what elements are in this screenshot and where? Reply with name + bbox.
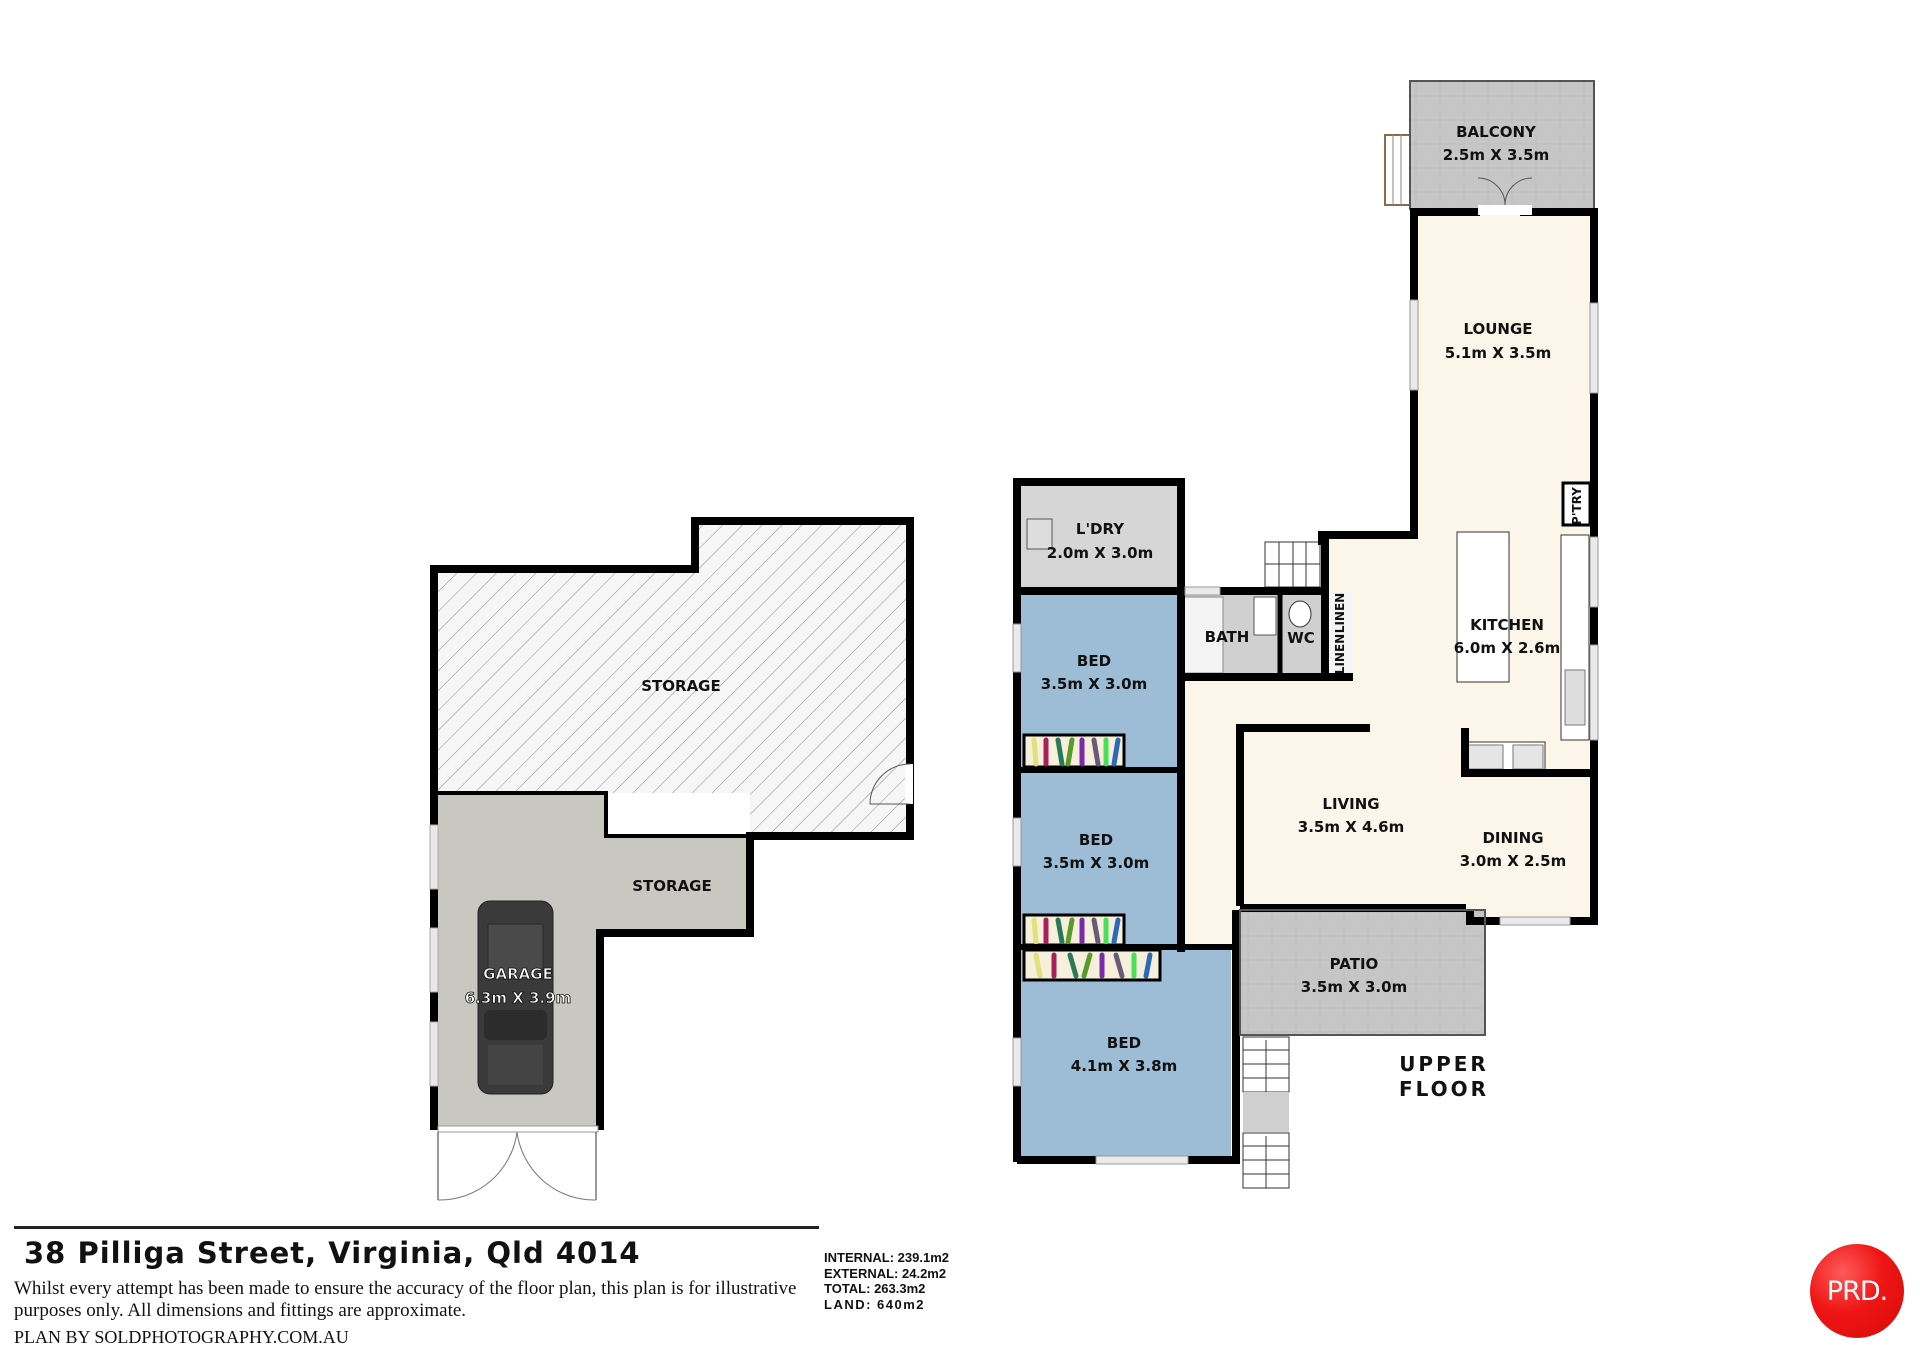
laundry-tub-icon — [1026, 518, 1053, 550]
plan-credit: PLAN BY SOLDPHOTOGRAPHY.COM.AU — [14, 1327, 349, 1347]
cooktop-icon — [1512, 744, 1544, 770]
room-label-bed-2: BED — [1079, 831, 1113, 849]
room-dims-lounge: 5.1m X 3.5m — [1445, 344, 1551, 362]
balcony-room — [1410, 81, 1594, 209]
room-label-storage: STORAGE — [641, 677, 721, 695]
room-label-lounge: LOUNGE — [1463, 320, 1532, 338]
room-label-living: LIVING — [1322, 795, 1379, 813]
room-dims-garage: 6.3m X 3.9m — [465, 989, 571, 1007]
room-dims-laundry: 2.0m X 3.0m — [1047, 544, 1153, 562]
prd-logo: PRD. — [1810, 1244, 1904, 1338]
room-label-kitchen: KITCHEN — [1470, 616, 1544, 634]
room-label-patio: PATIO — [1330, 955, 1379, 973]
sink-icon — [1564, 669, 1586, 726]
room-label-bed-1: BED — [1077, 652, 1111, 670]
hallway — [1178, 680, 1240, 945]
floor-label-line1: UPPER — [1399, 1052, 1489, 1076]
room-dims-bed-1: 3.5m X 3.0m — [1041, 675, 1147, 693]
car-icon — [477, 900, 554, 1095]
room-label-bath: BATH — [1205, 628, 1250, 646]
pantry — [1561, 481, 1592, 527]
upper-floor: BALCONY 2.5m X 3.5m LOUNGE 5.1m X 3.5m P… — [1012, 80, 1599, 1189]
room-dims-bed-3: 4.1m X 3.8m — [1071, 1057, 1177, 1075]
kitchen-island — [1456, 531, 1510, 683]
toilet-icon — [1288, 600, 1312, 628]
room-label-linen-1: LINEN — [1333, 593, 1347, 633]
storage-room-large — [434, 521, 910, 836]
room-label-laundry: L'DRY — [1076, 520, 1125, 538]
linen-cupboard — [1325, 592, 1353, 678]
area-external: EXTERNAL: 24.2m2 — [824, 1265, 947, 1281]
area-land: LAND: 640m2 — [824, 1296, 926, 1312]
room-label-wc: WC — [1287, 629, 1315, 647]
room-label-pantry: P'TRY — [1570, 487, 1584, 525]
room-label-dining: DINING — [1482, 829, 1543, 847]
area-internal: INTERNAL: 239.1m2 — [824, 1250, 949, 1265]
area-summary: INTERNAL: 239.1m2 EXTERNAL: 24.2m2 TOTAL… — [824, 1250, 949, 1312]
room-dims-kitchen: 6.0m X 2.6m — [1454, 639, 1560, 657]
area-total: TOTAL: 263.3m2 — [824, 1281, 926, 1296]
room-dims-dining: 3.0m X 2.5m — [1460, 852, 1566, 870]
basin-icon — [1253, 596, 1277, 636]
room-label-balcony: BALCONY — [1456, 123, 1537, 141]
room-label-garage: GARAGE — [483, 965, 553, 983]
property-address: 38 Pilliga Street, Virginia, Qld 4014 — [24, 1236, 641, 1270]
room-dims-bed-2: 3.5m X 3.0m — [1043, 854, 1149, 872]
room-dims-balcony: 2.5m X 3.5m — [1443, 146, 1549, 164]
bedroom-3 — [1021, 950, 1231, 1158]
fan-icon — [1466, 744, 1504, 770]
patio-room — [1240, 910, 1485, 1035]
room-dims-living: 3.5m X 4.6m — [1298, 818, 1404, 836]
room-dims-patio: 3.5m X 3.0m — [1301, 978, 1407, 996]
room-label-storage-2: STORAGE — [632, 877, 712, 895]
prd-logo-text: PRD. — [1826, 1275, 1888, 1307]
room-label-linen-2: LINEN — [1333, 634, 1347, 674]
footer-divider — [14, 1226, 819, 1229]
lower-level: STORAGE STORAGE GARAGE 6.3m X 3.9m — [429, 517, 914, 1201]
floor-label-line2: FLOOR — [1399, 1077, 1489, 1101]
disclaimer-text: Whilst every attempt has been made to en… — [14, 1278, 797, 1321]
room-label-bed-3: BED — [1107, 1034, 1141, 1052]
